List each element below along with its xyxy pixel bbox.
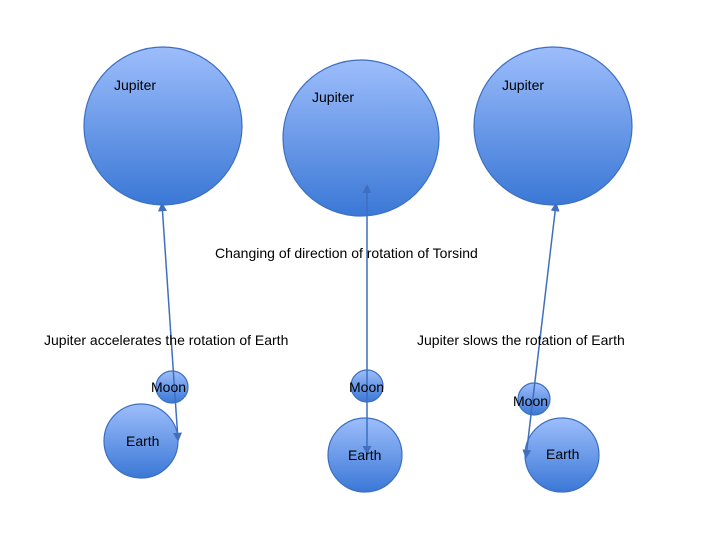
panel-center: Jupiter Moon Earth xyxy=(282,59,440,493)
moon-left-label: Moon xyxy=(151,379,186,395)
earth-center-label: Earth xyxy=(348,447,381,463)
jupiter-left-label: Jupiter xyxy=(114,77,156,93)
jupiter-right xyxy=(473,46,633,206)
force-line-left xyxy=(157,202,183,442)
panel-right: Jupiter Moon Earth Jupiter slows the rot… xyxy=(417,46,633,493)
panel-left: Jupiter Moon Earth Jupiter accelerates t… xyxy=(44,46,288,479)
earth-right-label: Earth xyxy=(546,446,579,462)
jupiter-right-label: Jupiter xyxy=(502,77,544,93)
moon-right-label: Moon xyxy=(513,393,548,409)
caption-left: Jupiter accelerates the rotation of Eart… xyxy=(44,332,288,348)
caption-center: Changing of direction of rotation of Tor… xyxy=(215,245,478,261)
earth-left-label: Earth xyxy=(126,433,159,449)
jupiter-center-label: Jupiter xyxy=(312,89,354,105)
caption-right: Jupiter slows the rotation of Earth xyxy=(417,332,625,348)
moon-center-label: Moon xyxy=(349,379,384,395)
force-line-right xyxy=(522,202,560,459)
jupiter-center xyxy=(282,59,440,217)
jupiter-left xyxy=(83,46,243,206)
